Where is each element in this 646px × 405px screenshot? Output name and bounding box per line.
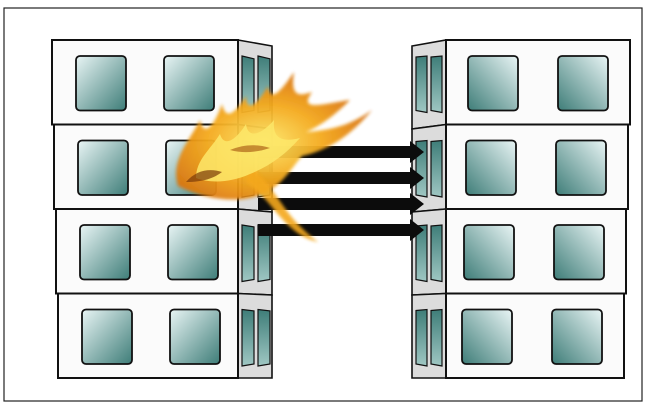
flame-shape	[230, 145, 270, 153]
left-window	[79, 224, 131, 281]
right-side-window	[430, 224, 443, 283]
heat-arrows	[258, 141, 424, 241]
left-window	[81, 308, 133, 365]
right-window	[461, 308, 513, 365]
right-side-window	[430, 139, 443, 198]
left-window	[169, 308, 221, 365]
left-building	[51, 39, 273, 379]
left-side-window	[257, 308, 271, 367]
right-window	[465, 139, 517, 196]
right-side-window	[430, 308, 443, 367]
right-window	[553, 224, 605, 281]
right-window	[555, 139, 607, 196]
heat-arrow	[258, 219, 424, 241]
flame-shape	[186, 170, 222, 182]
left-side-window	[241, 224, 255, 283]
flame-shape	[246, 168, 318, 242]
left-window	[163, 55, 215, 112]
right-side-window	[430, 55, 443, 114]
right-side-window	[415, 308, 428, 367]
right-side-window	[415, 55, 428, 114]
right-window	[557, 55, 609, 112]
heat-arrow	[258, 193, 424, 215]
right-window	[551, 308, 603, 365]
left-window	[75, 55, 127, 112]
fire-flames	[176, 72, 372, 242]
left-window	[77, 139, 129, 196]
right-side-window	[415, 224, 428, 283]
image-frame	[3, 7, 643, 402]
right-building	[411, 39, 631, 379]
left-side-window	[241, 308, 255, 367]
heat-arrow	[258, 167, 424, 189]
right-window	[463, 224, 515, 281]
left-window	[167, 224, 219, 281]
right-window	[467, 55, 519, 112]
